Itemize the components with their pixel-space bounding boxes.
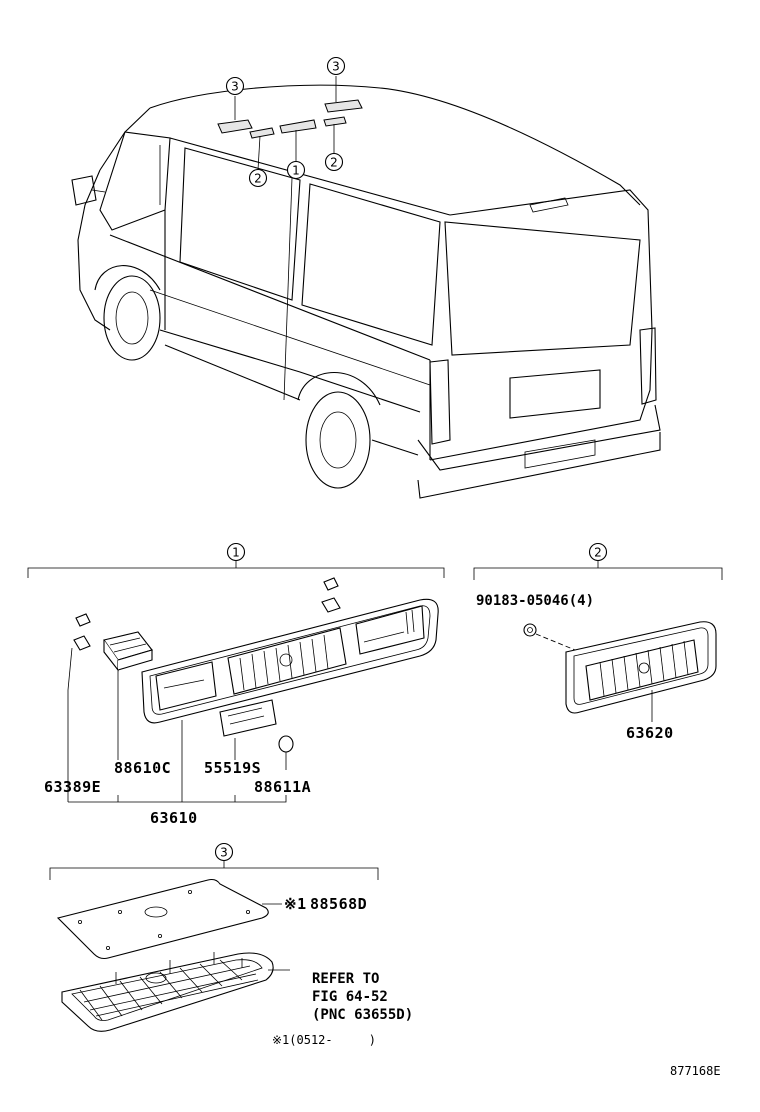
roof-cover-front bbox=[217, 119, 253, 134]
van-illustration: 3 3 2 1 2 bbox=[71, 56, 661, 499]
svg-text:3: 3 bbox=[220, 846, 228, 860]
callout-3-group: 3 bbox=[214, 842, 234, 862]
switch-panel-55519s bbox=[219, 699, 277, 737]
roof-register-center bbox=[279, 119, 317, 134]
callout-1-group: 1 bbox=[226, 542, 246, 562]
svg-text:2: 2 bbox=[254, 172, 262, 186]
group-1-center-register: 1 bbox=[27, 542, 445, 827]
center-register-63610 bbox=[141, 598, 439, 724]
cover-plate-88568d bbox=[56, 878, 269, 960]
refer-note-line2: FIG 64-52 bbox=[312, 989, 388, 1005]
refer-note-line1: REFER TO bbox=[312, 971, 379, 987]
callout-2-left: 2 bbox=[248, 168, 268, 188]
svg-text:3: 3 bbox=[231, 80, 239, 94]
footnote: ※1(0512- ) bbox=[272, 1033, 376, 1047]
part-63620: 63620 bbox=[626, 724, 674, 742]
callout-2-right: 2 bbox=[324, 152, 344, 172]
roof-cover-rear bbox=[324, 99, 363, 113]
screw-icon bbox=[523, 623, 537, 637]
mark-note-1: ※1 bbox=[284, 895, 307, 913]
group-2-rear-register: 2 90183-05046(4) 63620 bbox=[473, 542, 723, 742]
group-3-roof-cover: 3 ※1 88568D bbox=[49, 842, 413, 1047]
callout-3-rear: 3 bbox=[326, 56, 346, 76]
callout-2-group: 2 bbox=[588, 542, 608, 562]
roof-register-right bbox=[323, 116, 347, 127]
illustration-id: 877168E bbox=[670, 1064, 721, 1078]
refer-note-line3: (PNC 63655D) bbox=[312, 1007, 413, 1023]
rear-register-63620 bbox=[565, 621, 717, 714]
part-90183-05046: 90183-05046(4) bbox=[476, 593, 594, 609]
callout-3-front: 3 bbox=[225, 76, 245, 96]
svg-text:3: 3 bbox=[332, 60, 340, 74]
svg-text:1: 1 bbox=[292, 164, 300, 178]
roof-register-left bbox=[249, 127, 275, 139]
part-63389e: 63389E bbox=[44, 778, 101, 796]
callout-1-center: 1 bbox=[286, 160, 306, 180]
part-88610c: 88610C bbox=[114, 759, 171, 777]
part-88568d: 88568D bbox=[310, 895, 367, 913]
svg-text:2: 2 bbox=[330, 156, 338, 170]
bulb-holder-88610c bbox=[103, 631, 153, 672]
cap-88611a bbox=[278, 735, 294, 753]
roof-grille bbox=[61, 952, 274, 1032]
part-55519s: 55519S bbox=[204, 759, 261, 777]
part-88611a: 88611A bbox=[254, 778, 311, 796]
svg-text:1: 1 bbox=[232, 546, 240, 560]
part-63610: 63610 bbox=[150, 809, 198, 827]
svg-text:2: 2 bbox=[594, 546, 602, 560]
